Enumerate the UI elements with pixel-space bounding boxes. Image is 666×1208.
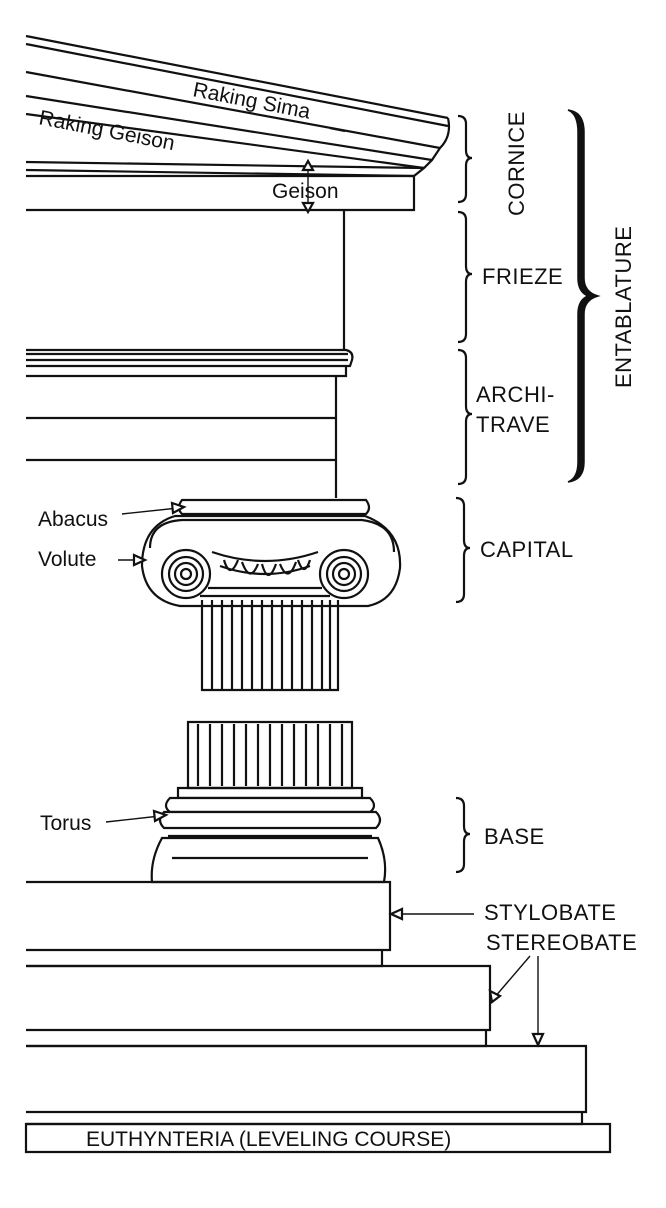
frieze-brace bbox=[457, 210, 473, 344]
cornice-brace bbox=[457, 114, 473, 204]
upper-shaft bbox=[200, 600, 340, 692]
stylobate-arrow bbox=[388, 907, 474, 921]
lower-shaft bbox=[186, 720, 354, 790]
abacus-arrow bbox=[121, 501, 187, 515]
geison-band bbox=[25, 158, 425, 215]
stylobate-step bbox=[26, 880, 392, 968]
frieze-label: FRIEZE bbox=[482, 264, 563, 289]
euthynteria-course bbox=[24, 1122, 612, 1154]
abacus-label: Abacus bbox=[38, 508, 108, 531]
euthynteria-label: EUTHYNTERIA (LEVELING COURSE) bbox=[86, 1128, 451, 1151]
stereobate-label: STEREOBATE bbox=[486, 930, 637, 955]
architrave-label-line2: TRAVE bbox=[476, 412, 550, 437]
architrave-block bbox=[26, 348, 354, 498]
volute-label: Volute bbox=[38, 548, 96, 571]
geison-label: Geison bbox=[272, 180, 339, 203]
stereobate-step bbox=[26, 964, 492, 1048]
cornice-label: CORNICE bbox=[504, 111, 529, 216]
architrave-brace bbox=[457, 348, 473, 486]
entablature-brace bbox=[567, 109, 601, 483]
torus-label: Torus bbox=[40, 812, 91, 835]
capital-brace bbox=[455, 496, 471, 604]
ionic-capital bbox=[140, 498, 402, 608]
stylobate-label: STYLOBATE bbox=[484, 900, 616, 925]
volute-arrow bbox=[118, 553, 148, 567]
ionic-base bbox=[150, 786, 387, 884]
architrave-label-line1: ARCHI- bbox=[476, 382, 555, 407]
raking-sima-label: Raking Sima bbox=[191, 78, 313, 123]
raking-cornice bbox=[25, 34, 451, 177]
base-label: BASE bbox=[484, 824, 545, 849]
raking-geison-label: Raking Geison bbox=[37, 106, 177, 155]
capital-label: CAPITAL bbox=[480, 537, 574, 562]
stereobate-arrows bbox=[488, 955, 545, 1048]
entablature-label: ENTABLATURE bbox=[611, 226, 636, 388]
lower-step bbox=[26, 1044, 588, 1126]
base-brace bbox=[455, 796, 471, 874]
torus-arrow bbox=[105, 809, 169, 823]
